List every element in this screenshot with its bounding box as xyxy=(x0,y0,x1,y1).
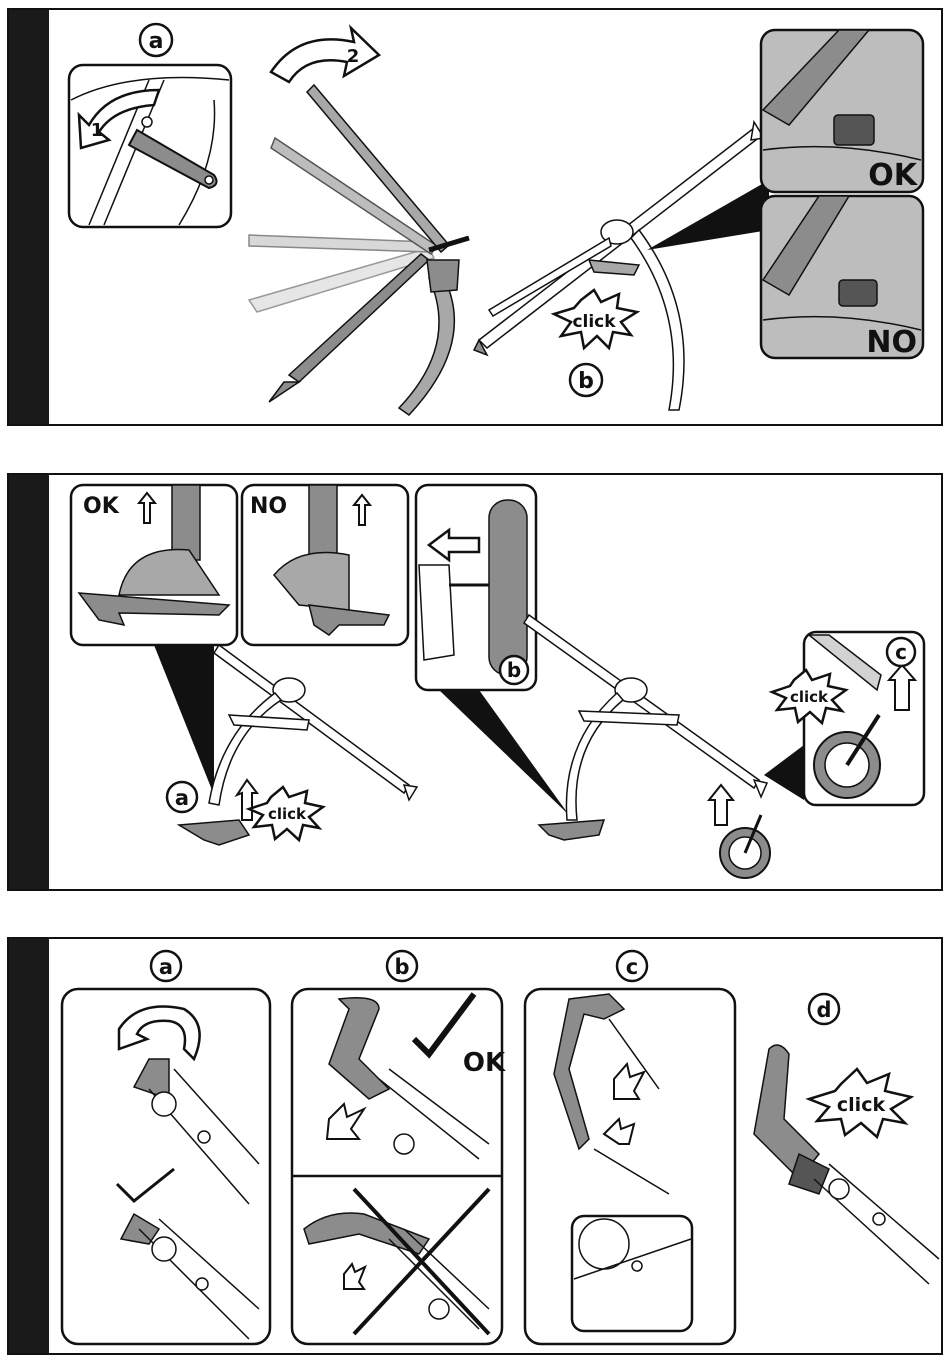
step-b-label-3: b xyxy=(394,955,409,979)
panel-1: a 1 2 click xyxy=(7,8,943,426)
frame-2b xyxy=(524,615,767,820)
inset-2-ok: OK xyxy=(71,485,237,645)
inset-2-no: NO xyxy=(242,485,408,645)
folding-leg-sequence xyxy=(249,85,469,415)
callout-pointer-2a xyxy=(154,645,214,795)
step-b-label: b xyxy=(578,369,594,394)
inset-no: NO xyxy=(761,196,923,360)
callout-pointer xyxy=(647,180,769,250)
curved-arrow-2-icon xyxy=(271,28,379,82)
ok-label-2: OK xyxy=(83,494,120,519)
arrow-1-label: 1 xyxy=(91,120,104,141)
click-label-3: click xyxy=(837,1094,886,1116)
step-c-label-2: c xyxy=(895,640,907,664)
callout-pointer-2b xyxy=(439,690,569,815)
panel-3-illustration: a b OK xyxy=(9,939,943,1355)
inset-3c xyxy=(525,989,735,1344)
inset-2b: b xyxy=(416,485,536,690)
foot-part-2b xyxy=(539,820,604,840)
callout-pointer-2c xyxy=(764,745,804,800)
foot-part-2a xyxy=(179,820,249,845)
step-d-label-3: d xyxy=(816,998,831,1022)
inset-ok: OK xyxy=(761,30,923,193)
no-label: NO xyxy=(866,325,917,360)
ok-label-3: OK xyxy=(463,1048,506,1078)
frame-2a xyxy=(209,645,417,805)
leg-assembly-b xyxy=(474,122,764,410)
step-a-label-3: a xyxy=(159,955,173,979)
click-label-2a: click xyxy=(268,805,307,823)
inset-3a xyxy=(62,989,270,1344)
inset-3b: OK xyxy=(292,989,506,1344)
panel-2: OK NO a click xyxy=(7,473,943,891)
wheel-small xyxy=(709,785,770,878)
ok-label: OK xyxy=(868,158,919,193)
arrow-2-label: 2 xyxy=(347,46,360,67)
panel-1-illustration: a 1 2 click xyxy=(9,10,943,426)
step-a-label-2: a xyxy=(175,786,189,810)
panel-2-illustration: OK NO a click xyxy=(9,475,943,891)
click-label: click xyxy=(572,312,616,332)
inset-1a xyxy=(69,65,231,227)
step-a-label: a xyxy=(149,29,164,54)
panel-3: a b OK xyxy=(7,937,943,1355)
step-c-label-3: c xyxy=(626,955,638,979)
step-b-label-2: b xyxy=(507,658,521,682)
click-label-2c: click xyxy=(790,688,829,706)
no-label-2: NO xyxy=(250,494,287,519)
